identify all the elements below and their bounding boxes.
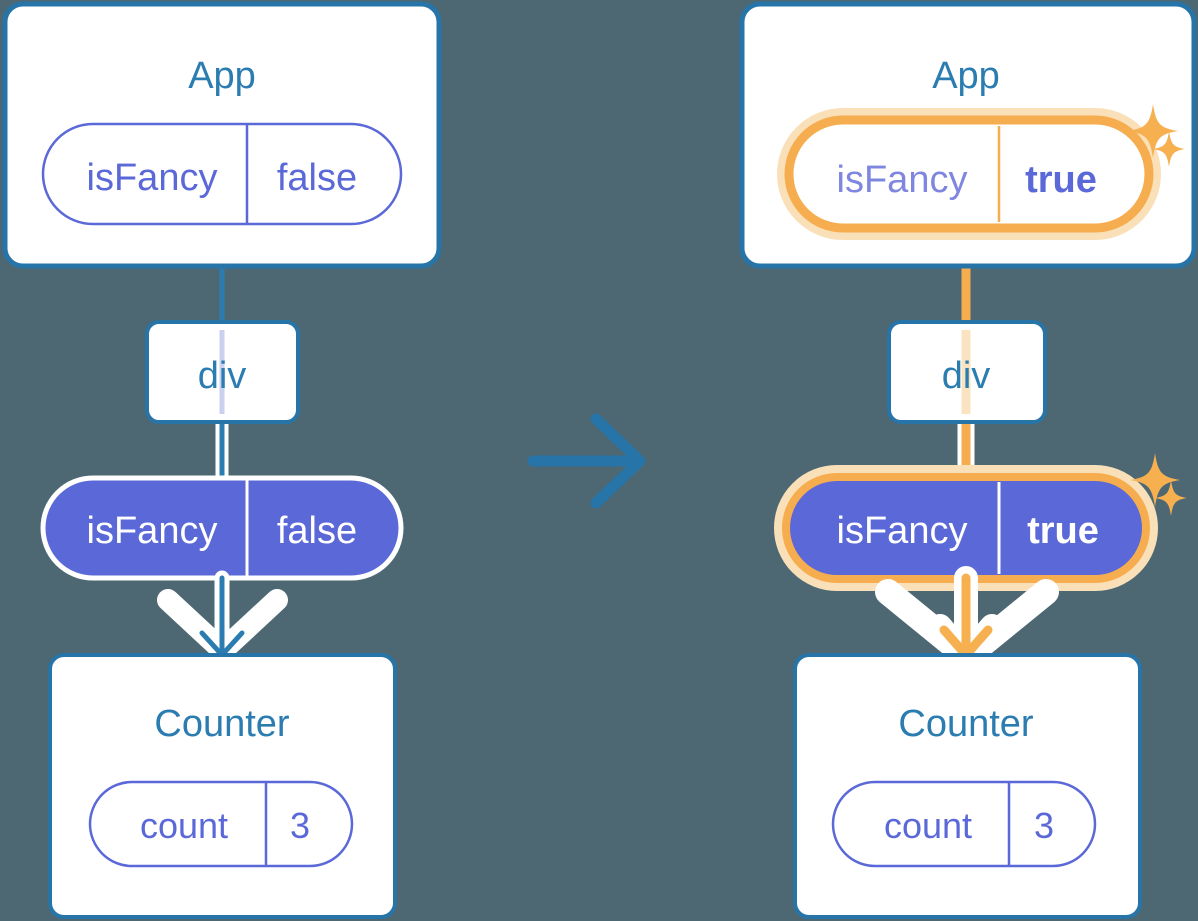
- counter-state-pill-right-key: count: [884, 805, 972, 846]
- counter-state-pill-left[interactable]: count 3: [88, 780, 354, 868]
- app-title-left: App: [188, 55, 256, 97]
- app-state-pill-right-key: isFancy: [837, 159, 968, 201]
- dom-node-div-left-label: div: [198, 355, 247, 397]
- props-pill-left-value: false: [277, 510, 357, 552]
- counter-state-pill-right-shape: [831, 780, 1097, 868]
- counter-state-pill-right[interactable]: count 3: [831, 780, 1097, 868]
- arrow-down-icon-left: [192, 570, 252, 664]
- dom-node-div-left[interactable]: div: [145, 320, 300, 424]
- sparkle-small-icon-app-right: [1153, 131, 1185, 167]
- app-title-right: App: [932, 55, 1000, 97]
- props-pill-right[interactable]: isFancy true: [774, 465, 1158, 591]
- counter-title-left: Counter: [154, 703, 290, 745]
- diagram-before: App isFancy false div isFancy false: [2, 1, 442, 919]
- props-pill-right-key: isFancy: [837, 510, 968, 552]
- counter-state-pill-left-value: 3: [290, 805, 310, 846]
- app-state-pill-left-shape: [41, 122, 403, 226]
- dom-node-div-right[interactable]: div: [887, 320, 1047, 424]
- diagram-after: App isFancy true div isFancy tr: [739, 1, 1197, 919]
- app-state-pill-left-key: isFancy: [87, 157, 218, 199]
- sparkle-icon-props-right: [1130, 453, 1180, 507]
- props-pill-left[interactable]: isFancy false: [40, 475, 404, 581]
- app-state-pill-left[interactable]: isFancy false: [41, 122, 403, 226]
- sparkle-small-icon-props-right: [1155, 480, 1187, 516]
- counter-title-right: Counter: [898, 703, 1034, 745]
- props-pill-right-value: true: [1027, 510, 1099, 552]
- dom-node-div-right-label: div: [942, 355, 991, 397]
- app-state-pill-right[interactable]: isFancy true: [777, 108, 1161, 240]
- counter-state-pill-left-key: count: [140, 805, 228, 846]
- app-state-pill-left-value: false: [277, 157, 357, 199]
- props-pill-left-key: isFancy: [87, 510, 218, 552]
- sparkle-icon-app-right: [1128, 104, 1178, 158]
- arrow-right-icon: [527, 413, 646, 509]
- app-state-pill-right-shape: [784, 115, 1154, 233]
- counter-state-pill-left-shape: [88, 780, 354, 868]
- app-state-pill-right-value: true: [1025, 159, 1097, 201]
- counter-state-pill-right-value: 3: [1034, 805, 1054, 846]
